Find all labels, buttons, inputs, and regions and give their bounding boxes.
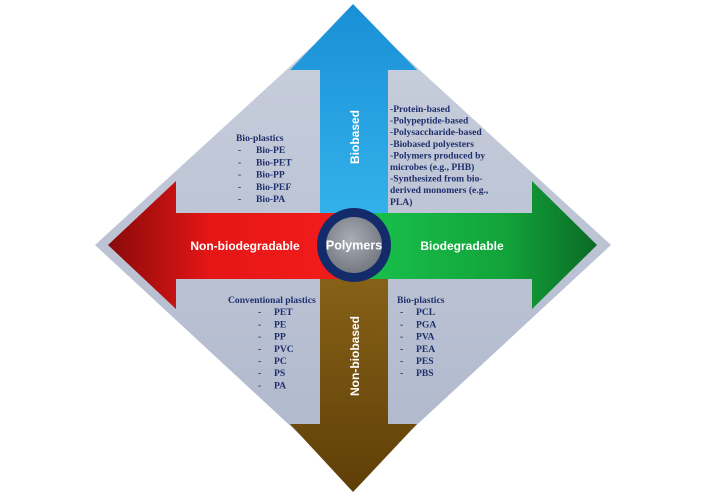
list-item: PVC (274, 344, 294, 355)
list-item: PBS (416, 368, 434, 379)
list-item: Bio-PE (256, 145, 285, 156)
list-bullet: - (258, 344, 261, 355)
quadrant-non-biobased-biodegradable: Bio-plastics-PCL-PGA-PVA-PEA-PES-PBS (397, 295, 445, 379)
list-bullet: - (238, 157, 241, 168)
list-bullet: - (258, 368, 261, 379)
list-bullet: - (258, 356, 261, 367)
arrow-non-biodegradable (108, 181, 340, 309)
list-item: -Polymers produced by (390, 150, 485, 161)
list-bullet: - (238, 170, 241, 181)
list-item: -Polypeptide-based (390, 116, 469, 127)
biobased-label: Biobased (348, 110, 362, 164)
list-item: PC (274, 356, 287, 367)
non-biodegradable-label: Non-biodegradable (190, 239, 300, 253)
list-bullet: - (258, 332, 261, 343)
list-bullet: - (400, 307, 403, 318)
quadrant-title: Bio-plastics (236, 133, 284, 144)
list-item: -Synthesized from bio- (390, 174, 483, 185)
list-item: -Biobased polyesters (390, 139, 474, 150)
list-bullet: - (400, 344, 403, 355)
list-bullet: - (258, 380, 261, 391)
arrow-non-biobased (290, 258, 417, 492)
list-bullet: - (258, 319, 261, 330)
list-item: derived monomers (e.g., (390, 185, 489, 196)
list-item: PES (416, 356, 434, 367)
list-item: PA (274, 380, 286, 391)
quadrant-title: Bio-plastics (397, 295, 445, 306)
list-item: PCL (416, 307, 435, 318)
list-bullet: - (238, 145, 241, 156)
list-item: PLA) (390, 197, 412, 208)
arrow-biobased (290, 4, 417, 232)
list-item: PEA (416, 344, 435, 355)
list-item: PGA (416, 319, 436, 330)
quadrant-title: Conventional plastics (228, 295, 316, 306)
list-item: microbes (e.g., PHB) (390, 162, 474, 173)
quadrant-non-biobased-non-biodegradable: Conventional plastics-PET-PE-PP-PVC-PC-P… (228, 295, 316, 391)
list-item: PVA (416, 332, 435, 343)
list-item: PET (274, 307, 293, 318)
list-item: PP (274, 332, 286, 343)
list-bullet: - (400, 332, 403, 343)
list-item: -Polysaccharide-based (390, 127, 482, 138)
list-item: PS (274, 368, 285, 379)
non-biobased-label: Non-biobased (348, 316, 362, 396)
list-bullet: - (258, 307, 261, 318)
list-item: Bio-PA (256, 194, 285, 205)
quadrant-biobased-non-biodegradable: Bio-plastics-Bio-PE-Bio-PET-Bio-PP-Bio-P… (236, 133, 292, 205)
list-bullet: - (238, 182, 241, 193)
list-item: Bio-PEF (256, 182, 291, 193)
arrow-biodegradable (368, 181, 597, 309)
list-item: PE (274, 319, 286, 330)
list-item: Bio-PET (256, 157, 292, 168)
center-disc (326, 217, 382, 273)
list-bullet: - (238, 194, 241, 205)
list-item: Bio-PP (256, 170, 285, 181)
list-item: -Protein-based (390, 104, 451, 115)
list-bullet: - (400, 356, 403, 367)
biodegradable-label: Biodegradable (420, 239, 504, 253)
center-label: Polymers (326, 239, 382, 253)
list-bullet: - (400, 319, 403, 330)
quadrant-biobased-biodegradable: -Protein-based-Polypeptide-based-Polysac… (390, 104, 489, 208)
list-bullet: - (400, 368, 403, 379)
